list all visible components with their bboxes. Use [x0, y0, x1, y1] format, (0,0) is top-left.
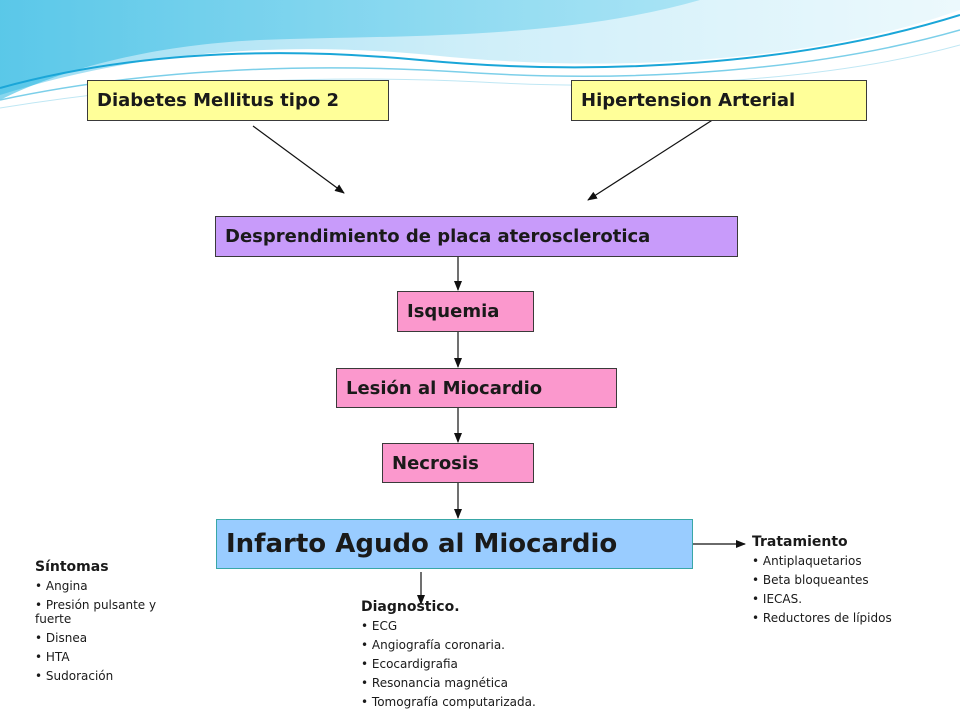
list-item: Antiplaquetarios — [752, 554, 952, 568]
connectors — [252, 118, 746, 605]
list-item: Sudoración — [35, 669, 185, 683]
node-necrosis: Necrosis — [382, 443, 534, 483]
list-item: Angina — [35, 579, 185, 593]
list-item: ECG — [361, 619, 591, 633]
node-placa: Desprendimiento de placa aterosclerotica — [215, 216, 738, 257]
node-isquemia: Isquemia — [397, 291, 534, 332]
list-item: Reductores de lípidos — [752, 611, 952, 625]
diagnostico-heading: Diagnostico. — [361, 599, 460, 615]
list-item: Resonancia magnética — [361, 676, 591, 690]
arrow-hipertension-to-placa — [587, 118, 715, 201]
tratamiento-heading: Tratamiento — [752, 534, 848, 550]
list-item: Tomografía computarizada. — [361, 695, 591, 709]
list-item: IECAS. — [752, 592, 952, 606]
list-item: Ecocardigrafia — [361, 657, 591, 671]
node-diabetes: Diabetes Mellitus tipo 2 — [87, 80, 389, 121]
header-wave-decoration — [0, 0, 960, 109]
list-item: Beta bloqueantes — [752, 573, 952, 587]
node-hipertension: Hipertension Arterial — [571, 80, 867, 121]
diagnostico-list: Diagnostico. ECG Angiografía coronaria. … — [361, 600, 591, 714]
sintomas-list: Síntomas Angina Presión pulsante y fuert… — [35, 560, 185, 688]
tratamiento-list: Tratamiento Antiplaquetarios Beta bloque… — [752, 535, 952, 630]
node-infarto: Infarto Agudo al Miocardio — [216, 519, 693, 569]
list-item: Angiografía coronaria. — [361, 638, 591, 652]
list-item: Presión pulsante y fuerte — [35, 598, 185, 626]
sintomas-heading: Síntomas — [35, 559, 109, 575]
list-item: Disnea — [35, 631, 185, 645]
list-item: HTA — [35, 650, 185, 664]
node-lesion: Lesión al Miocardio — [336, 368, 617, 408]
arrow-diabetes-to-placa — [252, 125, 345, 194]
